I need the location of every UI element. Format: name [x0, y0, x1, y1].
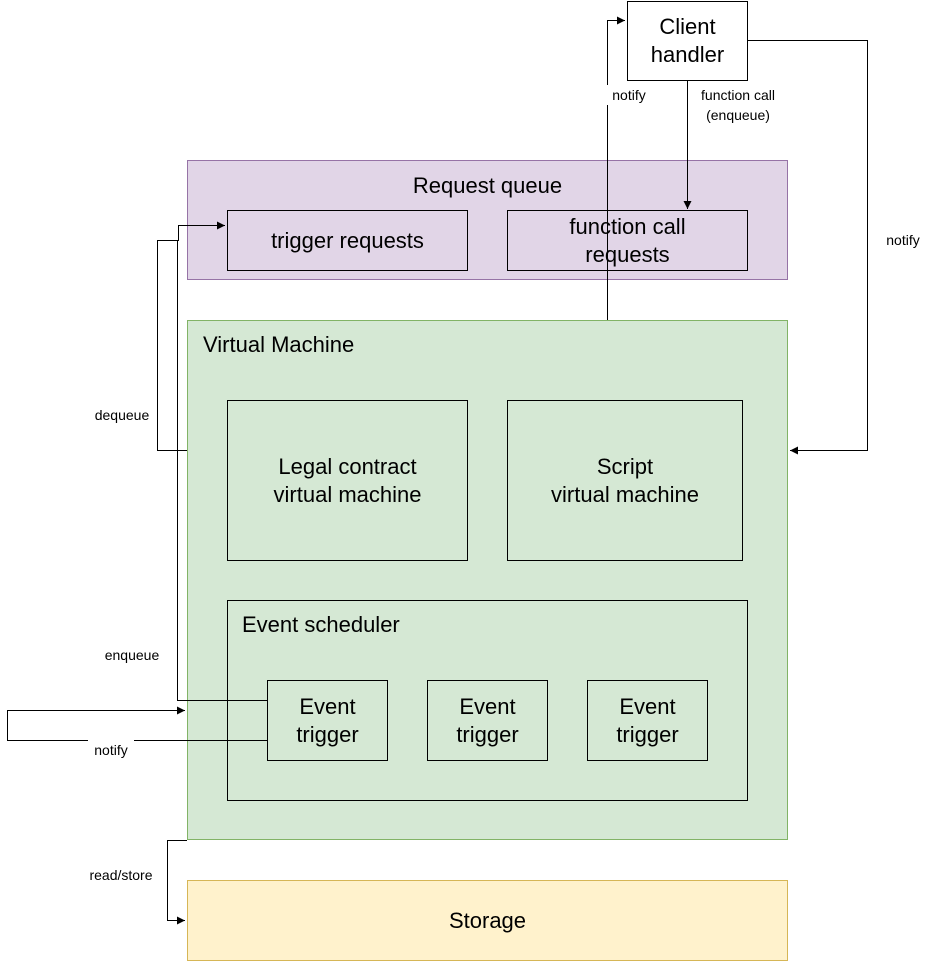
- event-trigger-label: Event trigger: [456, 693, 519, 747]
- event-trigger-label: Event trigger: [296, 693, 359, 747]
- edge-label-dequeue: dequeue: [88, 405, 156, 425]
- storage-label: Storage: [448, 907, 527, 933]
- edge-label-read-store: read/store: [82, 865, 160, 885]
- edge-label-notify-left: notify: [88, 740, 134, 760]
- storage: Storage: [187, 880, 788, 961]
- trigger-requests-box: trigger requests: [227, 210, 468, 271]
- edge-notify-left: [7, 706, 267, 741]
- event-trigger-label: Event trigger: [616, 693, 679, 747]
- event-scheduler: Event scheduler: [227, 600, 748, 801]
- edge-label-notify-right: notify: [880, 230, 926, 250]
- request-queue-title: Request queue: [412, 173, 563, 198]
- virtual-machine: Virtual Machine: [187, 320, 788, 840]
- virtual-machine-title: Virtual Machine: [203, 332, 355, 357]
- edge-label-function-call: function call (enqueue): [690, 85, 786, 125]
- legal-contract-vm-box: Legal contract virtual machine: [227, 400, 468, 561]
- event-trigger-2: Event trigger: [427, 680, 548, 761]
- script-vm-label: Script virtual machine: [551, 453, 699, 507]
- event-scheduler-title: Event scheduler: [242, 612, 400, 637]
- client-handler-label: Client handler: [650, 14, 725, 67]
- script-vm-box: Script virtual machine: [507, 400, 743, 561]
- edge-notify-right: [748, 40, 868, 455]
- event-trigger-1: Event trigger: [267, 680, 388, 761]
- client-handler: Client handler: [627, 1, 748, 81]
- edge-read-store: [167, 840, 187, 925]
- edge-dequeue: [157, 221, 225, 451]
- trigger-requests-label: trigger requests: [271, 227, 424, 253]
- event-trigger-3: Event trigger: [587, 680, 708, 761]
- edge-notify-top: [607, 16, 625, 320]
- legal-contract-vm-label: Legal contract virtual machine: [273, 453, 422, 507]
- function-call-requests-box: function call requests: [507, 210, 748, 271]
- edge-enqueue: [177, 240, 267, 701]
- edge-label-enqueue: enqueue: [98, 645, 166, 665]
- edge-label-notify-top: notify: [606, 85, 652, 105]
